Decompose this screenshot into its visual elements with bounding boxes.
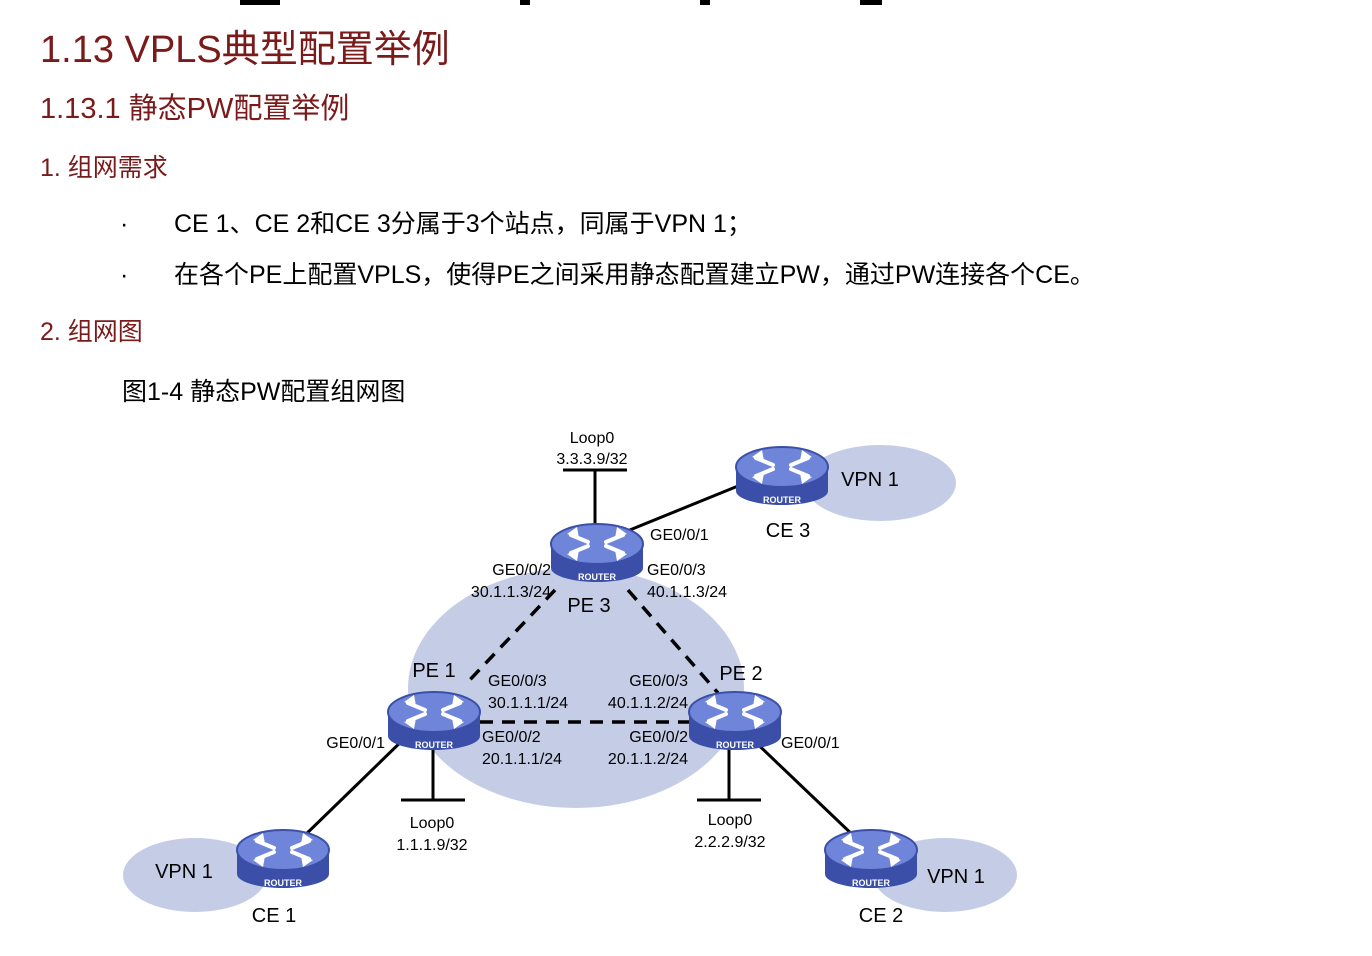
pw-link-pe3-pe2 xyxy=(626,588,720,695)
router-badge: ROUTER xyxy=(264,878,303,888)
link-pe3-ce3 xyxy=(619,484,739,536)
router-badge: ROUTER xyxy=(415,740,454,750)
loopback-name-pe3: Loop0 xyxy=(570,430,615,447)
loopback-ip-pe1: 1.1.1.9/32 xyxy=(396,837,467,854)
router-pe1: ROUTER xyxy=(386,690,482,752)
link-pe1-ce1 xyxy=(298,733,410,842)
interface-ip-pe3-pe2: 40.1.1.3/24 xyxy=(647,584,727,601)
bullet-icon: · xyxy=(120,210,129,238)
device-label-ce2: CE 2 xyxy=(859,905,903,927)
loopback-ip-pe2: 2.2.2.9/32 xyxy=(694,834,765,851)
interface-pe1-ce1: GE0/0/1 xyxy=(326,735,385,752)
requirement-text: 在各个PE上配置VPLS，使得PE之间采用静态配置建立PW，通过PW连接各个CE… xyxy=(174,261,1095,289)
vpn-label-ce1: VPN 1 xyxy=(155,861,213,883)
vpn-cloud-ce1 xyxy=(123,838,267,912)
vpn-cloud-ce3 xyxy=(804,445,956,521)
device-label-pe3: PE 3 xyxy=(567,595,610,617)
router-pe2: ROUTER xyxy=(687,690,783,752)
interface-pe3-pe1: GE0/0/2 xyxy=(492,562,551,579)
router-ce3: ROUTER xyxy=(734,445,830,507)
cropped-previous-line xyxy=(240,0,882,5)
interface-pe2-ce2: GE0/0/1 xyxy=(781,735,840,752)
interface-pe3-ce3: GE0/0/1 xyxy=(650,527,709,544)
requirements-heading: 1. 组网需求 xyxy=(40,154,168,182)
requirement-text: CE 1、CE 2和CE 3分属于3个站点，同属于VPN 1； xyxy=(174,210,752,238)
interface-pe2-pe3: GE0/0/3 xyxy=(629,673,688,690)
section-subtitle: 1.13.1 静态PW配置举例 xyxy=(40,93,350,125)
requirement-item: · CE 1、CE 2和CE 3分属于3个站点，同属于VPN 1； xyxy=(120,204,752,240)
router-ce1: ROUTER xyxy=(235,828,331,890)
loopback-ip-pe3: 3.3.3.9/32 xyxy=(556,451,627,468)
interface-ip-pe2-pe1: 20.1.1.2/24 xyxy=(608,751,688,768)
router-badge: ROUTER xyxy=(852,878,891,888)
device-label-ce3: CE 3 xyxy=(766,520,810,542)
router-badge: ROUTER xyxy=(578,572,617,582)
section-title: 1.13 VPLS典型配置举例 xyxy=(40,29,450,71)
vpn-label-ce2: VPN 1 xyxy=(927,866,985,888)
loopback-name-pe2: Loop0 xyxy=(708,812,753,829)
device-label-pe2: PE 2 xyxy=(719,663,762,685)
bullet-icon: · xyxy=(120,261,129,289)
loopback-name-pe1: Loop0 xyxy=(410,815,455,832)
interface-ip-pe1-pe3: 30.1.1.1/24 xyxy=(488,695,568,712)
interface-ip-pe3-pe1: 30.1.1.3/24 xyxy=(471,584,551,601)
interface-pe3-pe2: GE0/0/3 xyxy=(647,562,706,579)
router-badge: ROUTER xyxy=(716,740,755,750)
router-badge: ROUTER xyxy=(763,495,802,505)
router-ce2: ROUTER xyxy=(823,828,919,890)
diagram-heading: 2. 组网图 xyxy=(40,318,143,346)
interface-ip-pe1-pe2: 20.1.1.1/24 xyxy=(482,751,562,768)
vpn-label-ce3: VPN 1 xyxy=(841,469,899,491)
figure-caption: 图1-4 静态PW配置组网图 xyxy=(122,378,406,406)
device-label-pe1: PE 1 xyxy=(412,660,455,682)
interface-pe1-pe3: GE0/0/3 xyxy=(488,673,547,690)
requirement-item: · 在各个PE上配置VPLS，使得PE之间采用静态配置建立PW，通过PW连接各个C… xyxy=(120,255,1095,291)
router-pe3: ROUTER xyxy=(549,522,645,584)
interface-ip-pe2-pe3: 40.1.1.2/24 xyxy=(608,695,688,712)
interface-pe2-pe1: GE0/0/2 xyxy=(629,729,688,746)
link-pe2-ce2 xyxy=(746,733,860,842)
device-label-ce1: CE 1 xyxy=(252,905,296,927)
interface-pe1-pe2: GE0/0/2 xyxy=(482,729,541,746)
